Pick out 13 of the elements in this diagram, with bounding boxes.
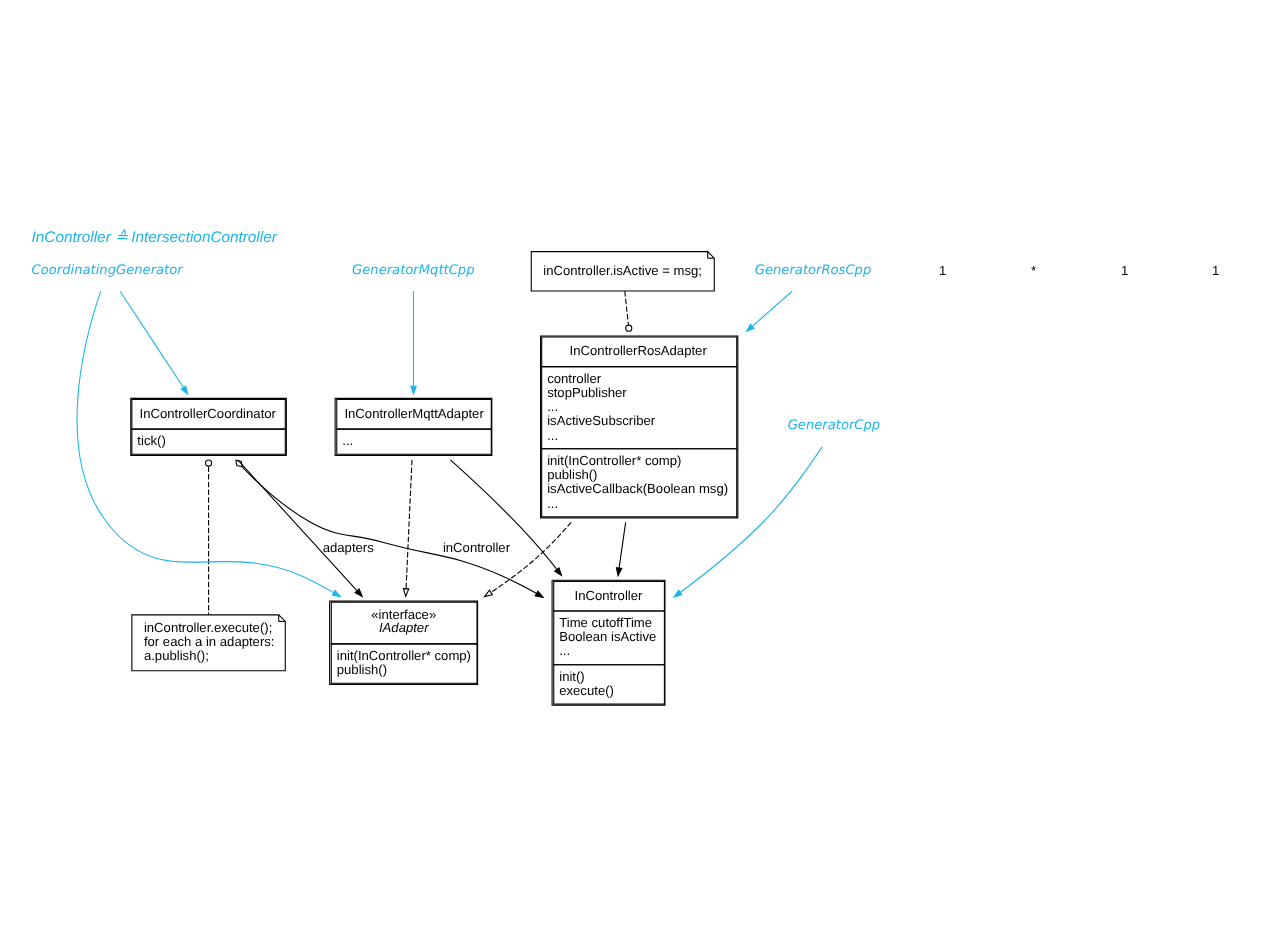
connector — [204, 459, 213, 616]
arrow — [745, 290, 793, 333]
arrow — [402, 459, 413, 599]
arrow — [237, 459, 364, 598]
arrow — [449, 459, 563, 577]
arrow — [483, 521, 572, 598]
arrow — [119, 290, 189, 396]
arrow — [76, 290, 342, 598]
arrow — [410, 290, 417, 396]
arrow — [672, 446, 823, 598]
arrow — [615, 521, 627, 578]
arrow — [235, 459, 545, 599]
connector — [624, 290, 633, 332]
